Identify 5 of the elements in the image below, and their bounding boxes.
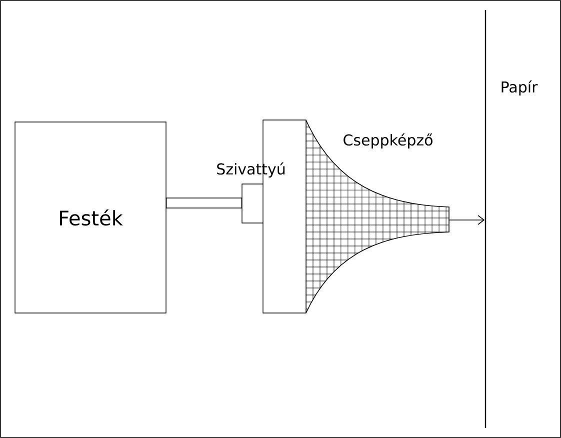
- pipe: [166, 198, 242, 208]
- nozzle-label: Cseppképző: [344, 133, 432, 149]
- arrow: [448, 215, 485, 225]
- paper-label: Papír: [502, 80, 538, 96]
- ink-box: Festék: [14, 122, 166, 314]
